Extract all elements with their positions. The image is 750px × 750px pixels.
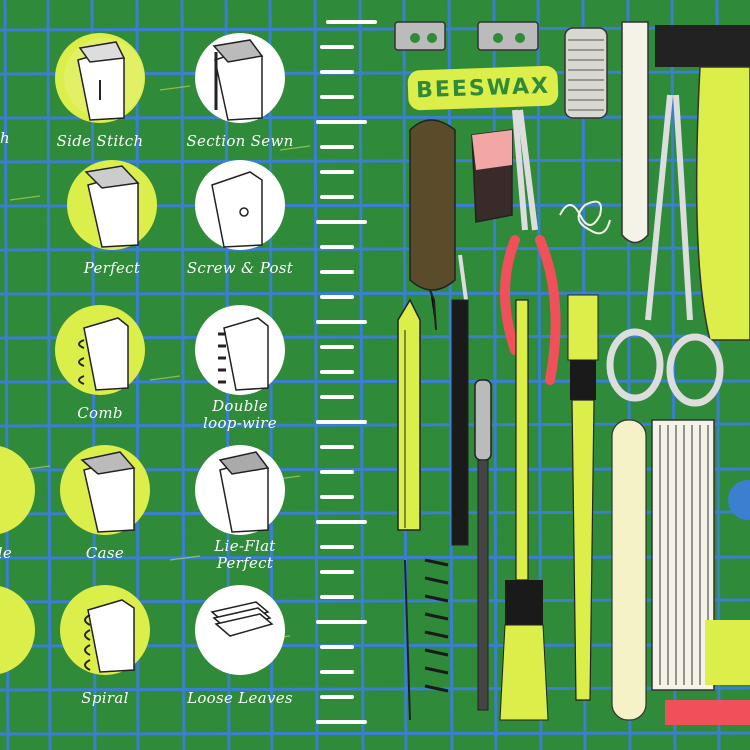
spiral-cut-left-icon: [0, 586, 35, 674]
awl-icon: [409, 119, 456, 331]
loose-leaves-icon: [195, 585, 285, 675]
side-stitch-icon: [55, 33, 145, 123]
bone-folder-icon: [621, 21, 649, 244]
ruler-icon: [665, 700, 750, 725]
case-icon: [60, 445, 150, 535]
needle-icon: [404, 559, 411, 721]
binding-label-case: Case: [85, 544, 125, 562]
ruler-ticks: [316, 20, 377, 724]
perfect-icon: [67, 160, 157, 250]
lie-flat-perfect-icon: [195, 445, 285, 535]
binding-label-perfect: Perfect: [83, 259, 141, 277]
glue-brush-icon: [499, 299, 549, 721]
craft-knife-icon: [451, 254, 469, 546]
foam-stick-icon: [611, 419, 647, 721]
double-loop-wire-icon: [195, 305, 285, 395]
binding-label-spiral: Spiral: [81, 689, 129, 707]
binding-icons: [0, 33, 285, 675]
thread-spool-icon: [564, 27, 608, 119]
thread-icon: [559, 200, 611, 235]
pencil-icon: [397, 298, 421, 531]
scissors-icon: [606, 94, 724, 407]
hammer-icon: [655, 25, 750, 341]
binding-label-h: h: [0, 129, 10, 147]
tools: [394, 21, 750, 725]
binding-label-screw-post: Screw & Post: [186, 259, 294, 277]
spatula-icon: [474, 379, 492, 711]
eraser-icon: [471, 129, 513, 223]
comb-icon: [55, 305, 145, 395]
section-sewn-icon: [195, 33, 285, 123]
binding-label-comb: Comb: [77, 404, 123, 422]
binding-label-lie-flat-perfect: Lie-Flat Perfect: [214, 537, 276, 572]
binding-label-uble: uble: [0, 544, 13, 562]
spiral-icon: [60, 585, 150, 675]
binding-label-side-stitch: Side Stitch: [56, 132, 144, 150]
cut-left-icon: [0, 446, 35, 534]
binding-label-section-sewn: Section Sewn: [186, 132, 294, 150]
paste-brush-icon: [567, 294, 599, 701]
blue-circle-icon: [728, 480, 750, 520]
sewing-frame-icon: [651, 419, 715, 691]
screw-and-post-icon: [195, 160, 285, 250]
pliers-icon: [500, 109, 561, 385]
binder-clip-icon: [394, 21, 539, 51]
binding-label-loose-leaves: Loose Leaves: [187, 689, 293, 707]
beeswax-label: BEESWAX: [407, 65, 559, 111]
binding-label-double-loop-wire: Double loop-wire: [203, 397, 277, 432]
yellow-card-icon: [705, 620, 750, 685]
nails-icon: [424, 558, 449, 693]
